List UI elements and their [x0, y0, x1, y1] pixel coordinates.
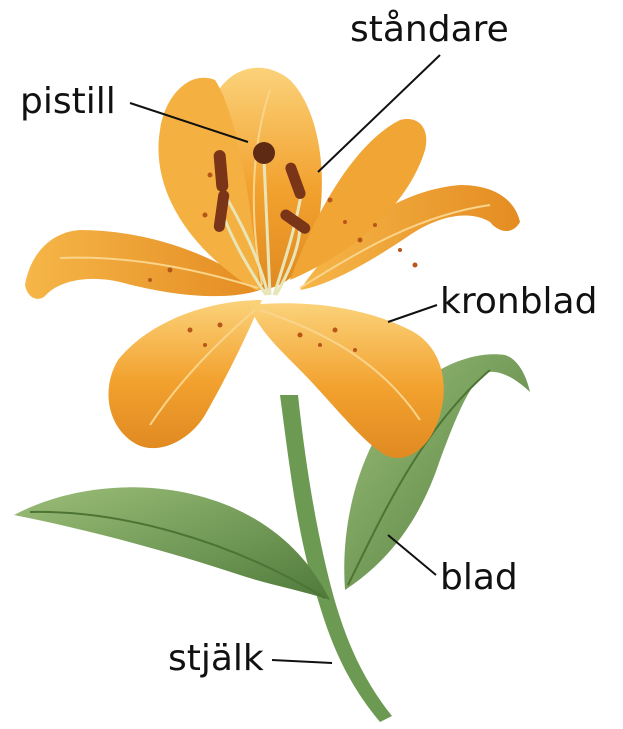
left-leaf [14, 487, 330, 600]
stigma [253, 142, 275, 164]
petal-front [250, 303, 444, 458]
label-pistill: pistill [20, 84, 116, 120]
label-stjalk: stjälk [168, 641, 264, 677]
petal-bottom-left [108, 300, 262, 448]
label-blad: blad [440, 560, 518, 596]
leader-kronblad [388, 305, 437, 322]
label-standare: ståndare [350, 12, 509, 48]
label-kronblad: kronblad [440, 284, 597, 320]
leader-stjalk [272, 660, 332, 663]
leader-blad [388, 535, 436, 575]
